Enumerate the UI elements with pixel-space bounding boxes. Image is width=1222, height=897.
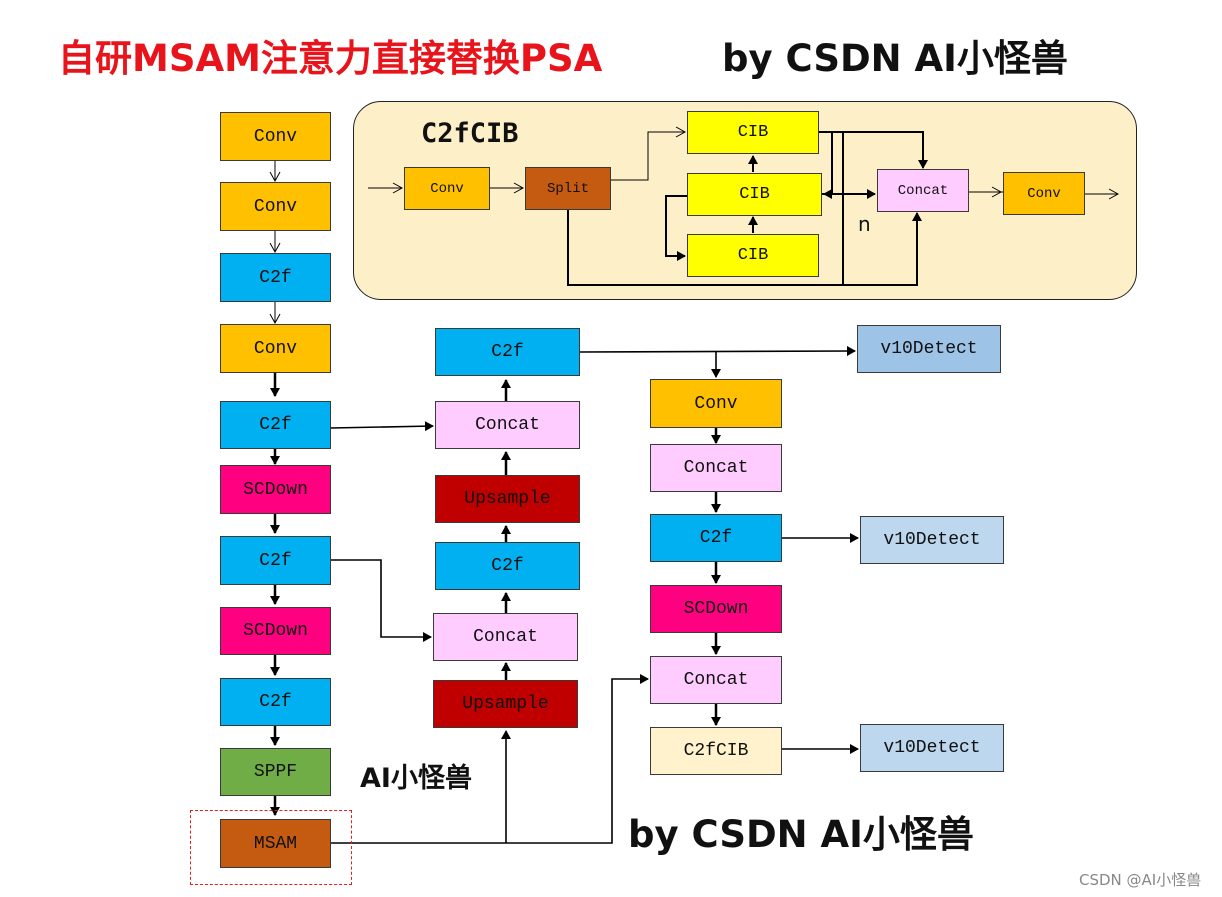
diagram-title: 自研MSAM注意力直接替换PSA <box>58 37 603 80</box>
backbone-c2f-2: C2f <box>220 401 331 449</box>
mid-credit: AI小怪兽 <box>360 763 472 794</box>
watermark: CSDN @AI小怪兽 <box>1079 871 1202 889</box>
msam-highlight-box <box>190 810 352 885</box>
panel-conv-out: Conv <box>1003 172 1085 215</box>
edge-c2f2-concat1 <box>330 421 434 432</box>
neck-c2f-top: C2f <box>435 328 580 376</box>
head-c2f: C2f <box>650 514 782 562</box>
edge-p-cib2-cib3 <box>665 195 687 261</box>
edge-p-split-concat <box>567 210 922 286</box>
panel-title: C2fCIB <box>421 118 519 149</box>
bottom-credit: by CSDN AI小怪兽 <box>628 813 974 856</box>
panel-concat: Concat <box>877 169 969 212</box>
neck-c2f-mid: C2f <box>435 542 580 590</box>
neck-concat-2: Concat <box>433 613 578 661</box>
panel-cib-3: CIB <box>687 234 819 277</box>
backbone-scdown-2: SCDown <box>220 607 331 655</box>
top-credit: by CSDN AI小怪兽 <box>722 37 1068 80</box>
backbone-conv-3: Conv <box>220 324 331 373</box>
edge-p-split-cib1 <box>611 126 687 181</box>
edge-p-cib1-concat <box>819 131 928 169</box>
repeat-n-label: n <box>858 212 871 236</box>
neck-concat-1: Concat <box>435 401 580 449</box>
backbone-conv-1: Conv <box>220 112 331 161</box>
neck-upsample-1: Upsample <box>435 475 580 523</box>
edge-c2ftop-det1 <box>579 346 856 357</box>
backbone-msam: MSAM <box>220 819 331 868</box>
head-conv: Conv <box>650 379 782 428</box>
detect-head-2: v10Detect <box>860 516 1004 564</box>
backbone-sppf: SPPF <box>220 748 331 796</box>
panel-cib-1: CIB <box>687 111 819 154</box>
panel-cib-2: CIB <box>687 173 822 216</box>
panel-split: Split <box>525 167 611 210</box>
head-concat-1: Concat <box>650 444 782 492</box>
edge-msam-rconcat2 <box>331 674 649 844</box>
detect-head-1: v10Detect <box>857 325 1001 373</box>
head-concat-2: Concat <box>650 656 782 704</box>
neck-upsample-2: Upsample <box>433 680 578 728</box>
head-c2fcib: C2fCIB <box>650 727 782 775</box>
edge-p-branch-cib2 <box>823 132 833 199</box>
backbone-c2f-3: C2f <box>220 536 331 585</box>
backbone-c2f-4: C2f <box>220 678 331 726</box>
panel-conv-in: Conv <box>404 167 490 210</box>
detect-head-3: v10Detect <box>860 724 1004 772</box>
edge-c2f3-concat2 <box>331 559 432 642</box>
head-scdown: SCDown <box>650 585 782 633</box>
backbone-c2f-1: C2f <box>220 253 331 302</box>
backbone-conv-2: Conv <box>220 182 331 231</box>
backbone-scdown-1: SCDown <box>220 465 331 514</box>
